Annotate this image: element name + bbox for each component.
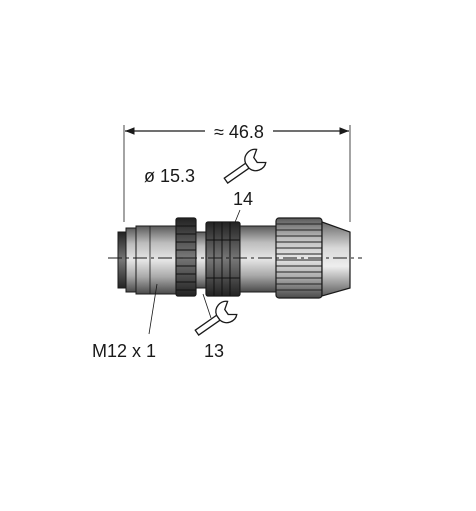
wrench-size-lower: 13 <box>204 341 224 361</box>
wrench-size-upper: 14 <box>233 189 253 209</box>
wrench-icon <box>223 148 267 184</box>
wrench-icon <box>194 300 238 336</box>
overall-length-label: ≈ 46.8 <box>214 122 264 142</box>
leader-line-thread <box>148 283 158 335</box>
thread-label: M12 x 1 <box>92 341 156 361</box>
leader-line-13 <box>202 293 212 319</box>
overall-length-dimension: ≈ 46.8 <box>123 122 351 222</box>
connector-body <box>108 217 362 299</box>
diameter-label: ø 15.3 <box>144 166 195 186</box>
